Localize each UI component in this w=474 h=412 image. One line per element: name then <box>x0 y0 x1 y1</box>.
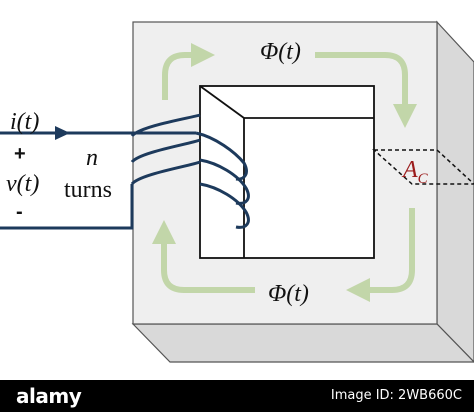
magnetic-circuit-diagram: Φ(t) Φ(t) i(t) + v(t) - n turns AC <box>0 20 474 363</box>
flux-label-top: Φ(t) <box>260 39 301 65</box>
winding-front-turns <box>195 131 250 229</box>
cross-section-area-label: AC <box>403 158 428 187</box>
diagram-canvas <box>0 20 474 363</box>
flux-arrow-top-right <box>315 52 417 128</box>
flux-arrow-bottom-right <box>346 208 415 302</box>
flux-arrow-bottom-left <box>152 220 255 293</box>
brand-logo: alamy <box>16 384 82 408</box>
flux-arrow-top-left <box>162 43 215 100</box>
core-window <box>199 85 375 259</box>
core-cross-section-outline <box>372 149 474 185</box>
core-side-face <box>436 20 474 363</box>
voltage-label: v(t) <box>6 171 40 197</box>
watermark-footer: alamy Image ID: 2WB660C <box>0 380 474 412</box>
return-wire <box>0 184 134 230</box>
current-arrow-icon <box>55 126 70 140</box>
core-bottom-face <box>131 323 474 363</box>
turns-word-label: turns <box>64 177 112 203</box>
window-depth-edge-diagonal <box>199 85 245 119</box>
plus-sign: + <box>14 143 26 165</box>
area-label-subscript: C <box>417 170 428 187</box>
area-label-letter: A <box>403 157 418 183</box>
flux-label-bottom: Φ(t) <box>268 281 309 307</box>
turns-count-label: n <box>86 145 98 171</box>
current-label: i(t) <box>10 109 40 135</box>
minus-sign: - <box>16 201 23 223</box>
image-id-label: Image ID: 2WB660C <box>330 388 462 403</box>
